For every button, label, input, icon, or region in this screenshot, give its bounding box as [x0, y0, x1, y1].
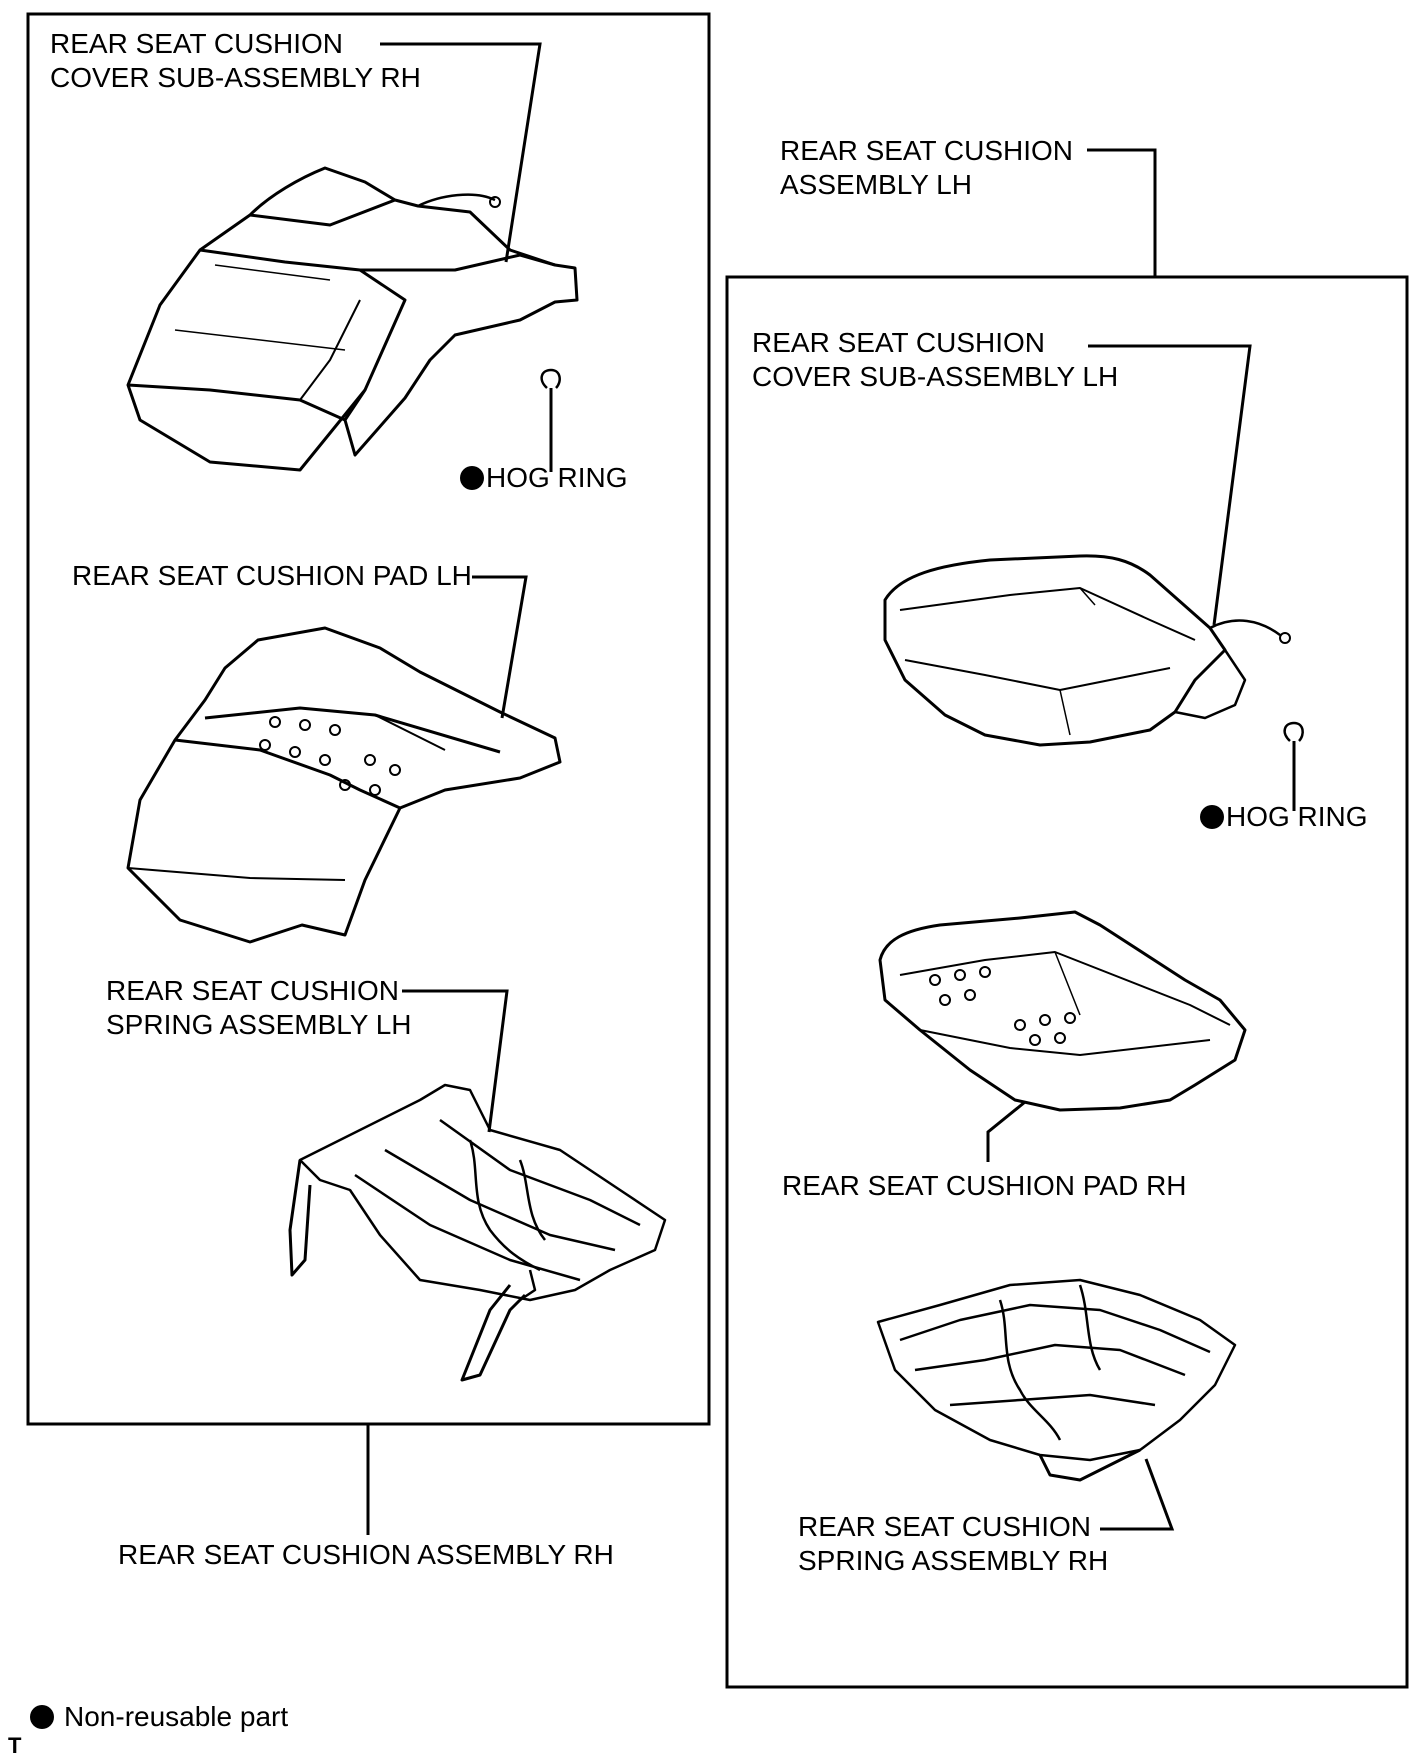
rh-spring-label-line2: SPRING ASSEMBLY RH — [798, 1545, 1109, 1576]
non-reusable-symbol-icon — [30, 1705, 54, 1729]
rh-assembly-label: REAR SEAT CUSHION ASSEMBLY RH — [118, 1539, 614, 1570]
right-group-frame — [725, 275, 1409, 1689]
right-hog-ring-label: HOG RING — [1200, 800, 1368, 834]
leader-right-cover — [1088, 344, 1252, 626]
leader-right-pad — [986, 1100, 1026, 1162]
right-hog-ring-text: HOG RING — [1226, 801, 1368, 832]
legend-text: Non-reusable part — [64, 1701, 289, 1732]
hog-ring-icon-left — [540, 368, 561, 389]
lh-cover-label-line1: REAR SEAT CUSHION — [752, 327, 1046, 358]
rh-spring-illustration — [876, 1278, 1237, 1482]
lh-assembly-label-line2: ASSEMBLY LH — [780, 169, 972, 200]
lh-pad-illustration — [126, 626, 562, 944]
lh-cover-illustration — [883, 554, 1291, 747]
lh-assembly-label-line1: REAR SEAT CUSHION — [780, 135, 1074, 166]
rh-cover-label-line1: REAR SEAT CUSHION — [50, 28, 344, 59]
rh-pad-illustration — [878, 910, 1247, 1112]
left-hog-ring-label: HOG RING — [460, 461, 628, 495]
left-group-frame — [26, 12, 711, 1426]
lh-spring-illustration — [288, 1083, 667, 1382]
leader-right-spring — [1100, 1458, 1175, 1531]
rh-cover-illustration — [126, 166, 579, 472]
hog-ring-icon-right — [1283, 721, 1304, 742]
rh-pad-label: REAR SEAT CUSHION PAD RH — [782, 1170, 1187, 1201]
rh-spring-label-line1: REAR SEAT CUSHION — [798, 1511, 1092, 1542]
left-hog-ring-text: HOG RING — [486, 462, 628, 493]
non-reusable-dot-icon — [1200, 805, 1224, 829]
lh-pad-label: REAR SEAT CUSHION PAD LH — [72, 560, 472, 591]
corner-mark: T — [8, 1733, 22, 1758]
lh-cover-label-line2: COVER SUB-ASSEMBLY LH — [752, 361, 1119, 392]
rh-cover-label-line2: COVER SUB-ASSEMBLY RH — [50, 62, 421, 93]
lh-spring-label-line1: REAR SEAT CUSHION — [106, 975, 400, 1006]
leader-left-cover — [380, 42, 542, 263]
leader-left-spring — [402, 989, 509, 1133]
leader-left-pad — [472, 575, 528, 719]
non-reusable-dot-icon — [460, 466, 484, 490]
leader-right-assembly — [1087, 148, 1157, 277]
lh-spring-label-line2: SPRING ASSEMBLY LH — [106, 1009, 412, 1040]
